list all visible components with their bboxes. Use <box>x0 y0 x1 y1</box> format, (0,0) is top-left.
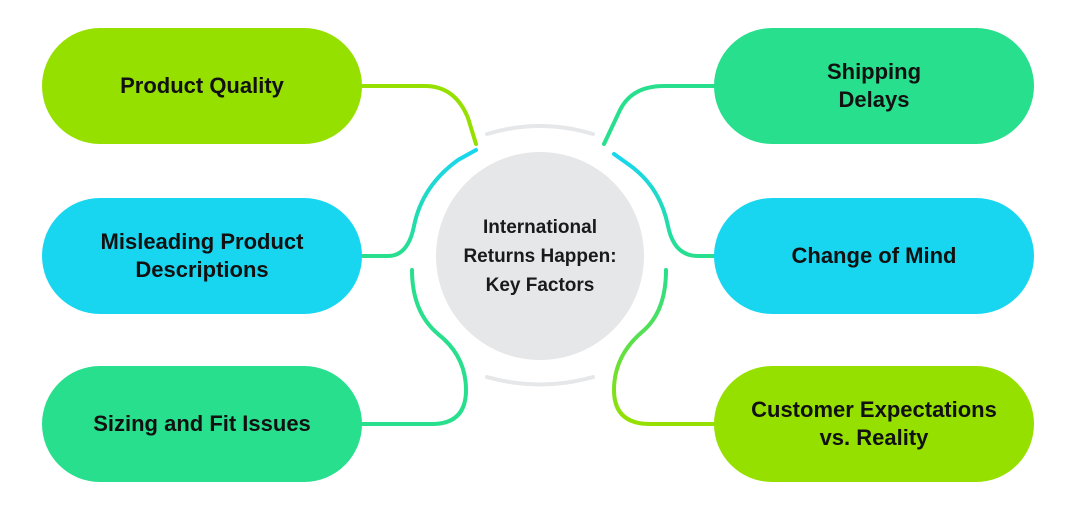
factor-label: Customer Expectations vs. Reality <box>751 397 997 450</box>
center-title: International Returns Happen: Key Factor… <box>463 216 617 296</box>
factor-label: Product Quality <box>120 73 284 98</box>
factor-misleading-descriptions: Misleading Product Descriptions <box>42 198 362 314</box>
factor-label: Shipping Delays <box>826 59 922 112</box>
factor-label: Misleading Product Descriptions <box>100 229 304 282</box>
connector-product-quality <box>358 84 478 146</box>
factor-shipping-delays: Shipping Delays <box>714 28 1034 144</box>
connector-customer-expectations <box>611 268 720 426</box>
factor-sizing-fit: Sizing and Fit Issues <box>42 366 362 482</box>
connector-change-of-mind <box>612 152 720 258</box>
factor-label: Sizing and Fit Issues <box>93 411 311 436</box>
ring-arc-bottom <box>485 375 595 387</box>
connector-sizing-fit <box>358 268 469 426</box>
ring-arc-top <box>485 124 595 136</box>
connector-shipping-delays <box>602 84 720 146</box>
connector-misleading-descriptions <box>358 148 478 258</box>
factor-label: Change of Mind <box>791 243 957 268</box>
factor-product-quality: Product Quality <box>42 28 362 144</box>
center-circle: International Returns Happen: Key Factor… <box>436 152 644 360</box>
factor-change-of-mind: Change of Mind <box>714 198 1034 314</box>
factor-customer-expectations: Customer Expectations vs. Reality <box>714 366 1034 482</box>
